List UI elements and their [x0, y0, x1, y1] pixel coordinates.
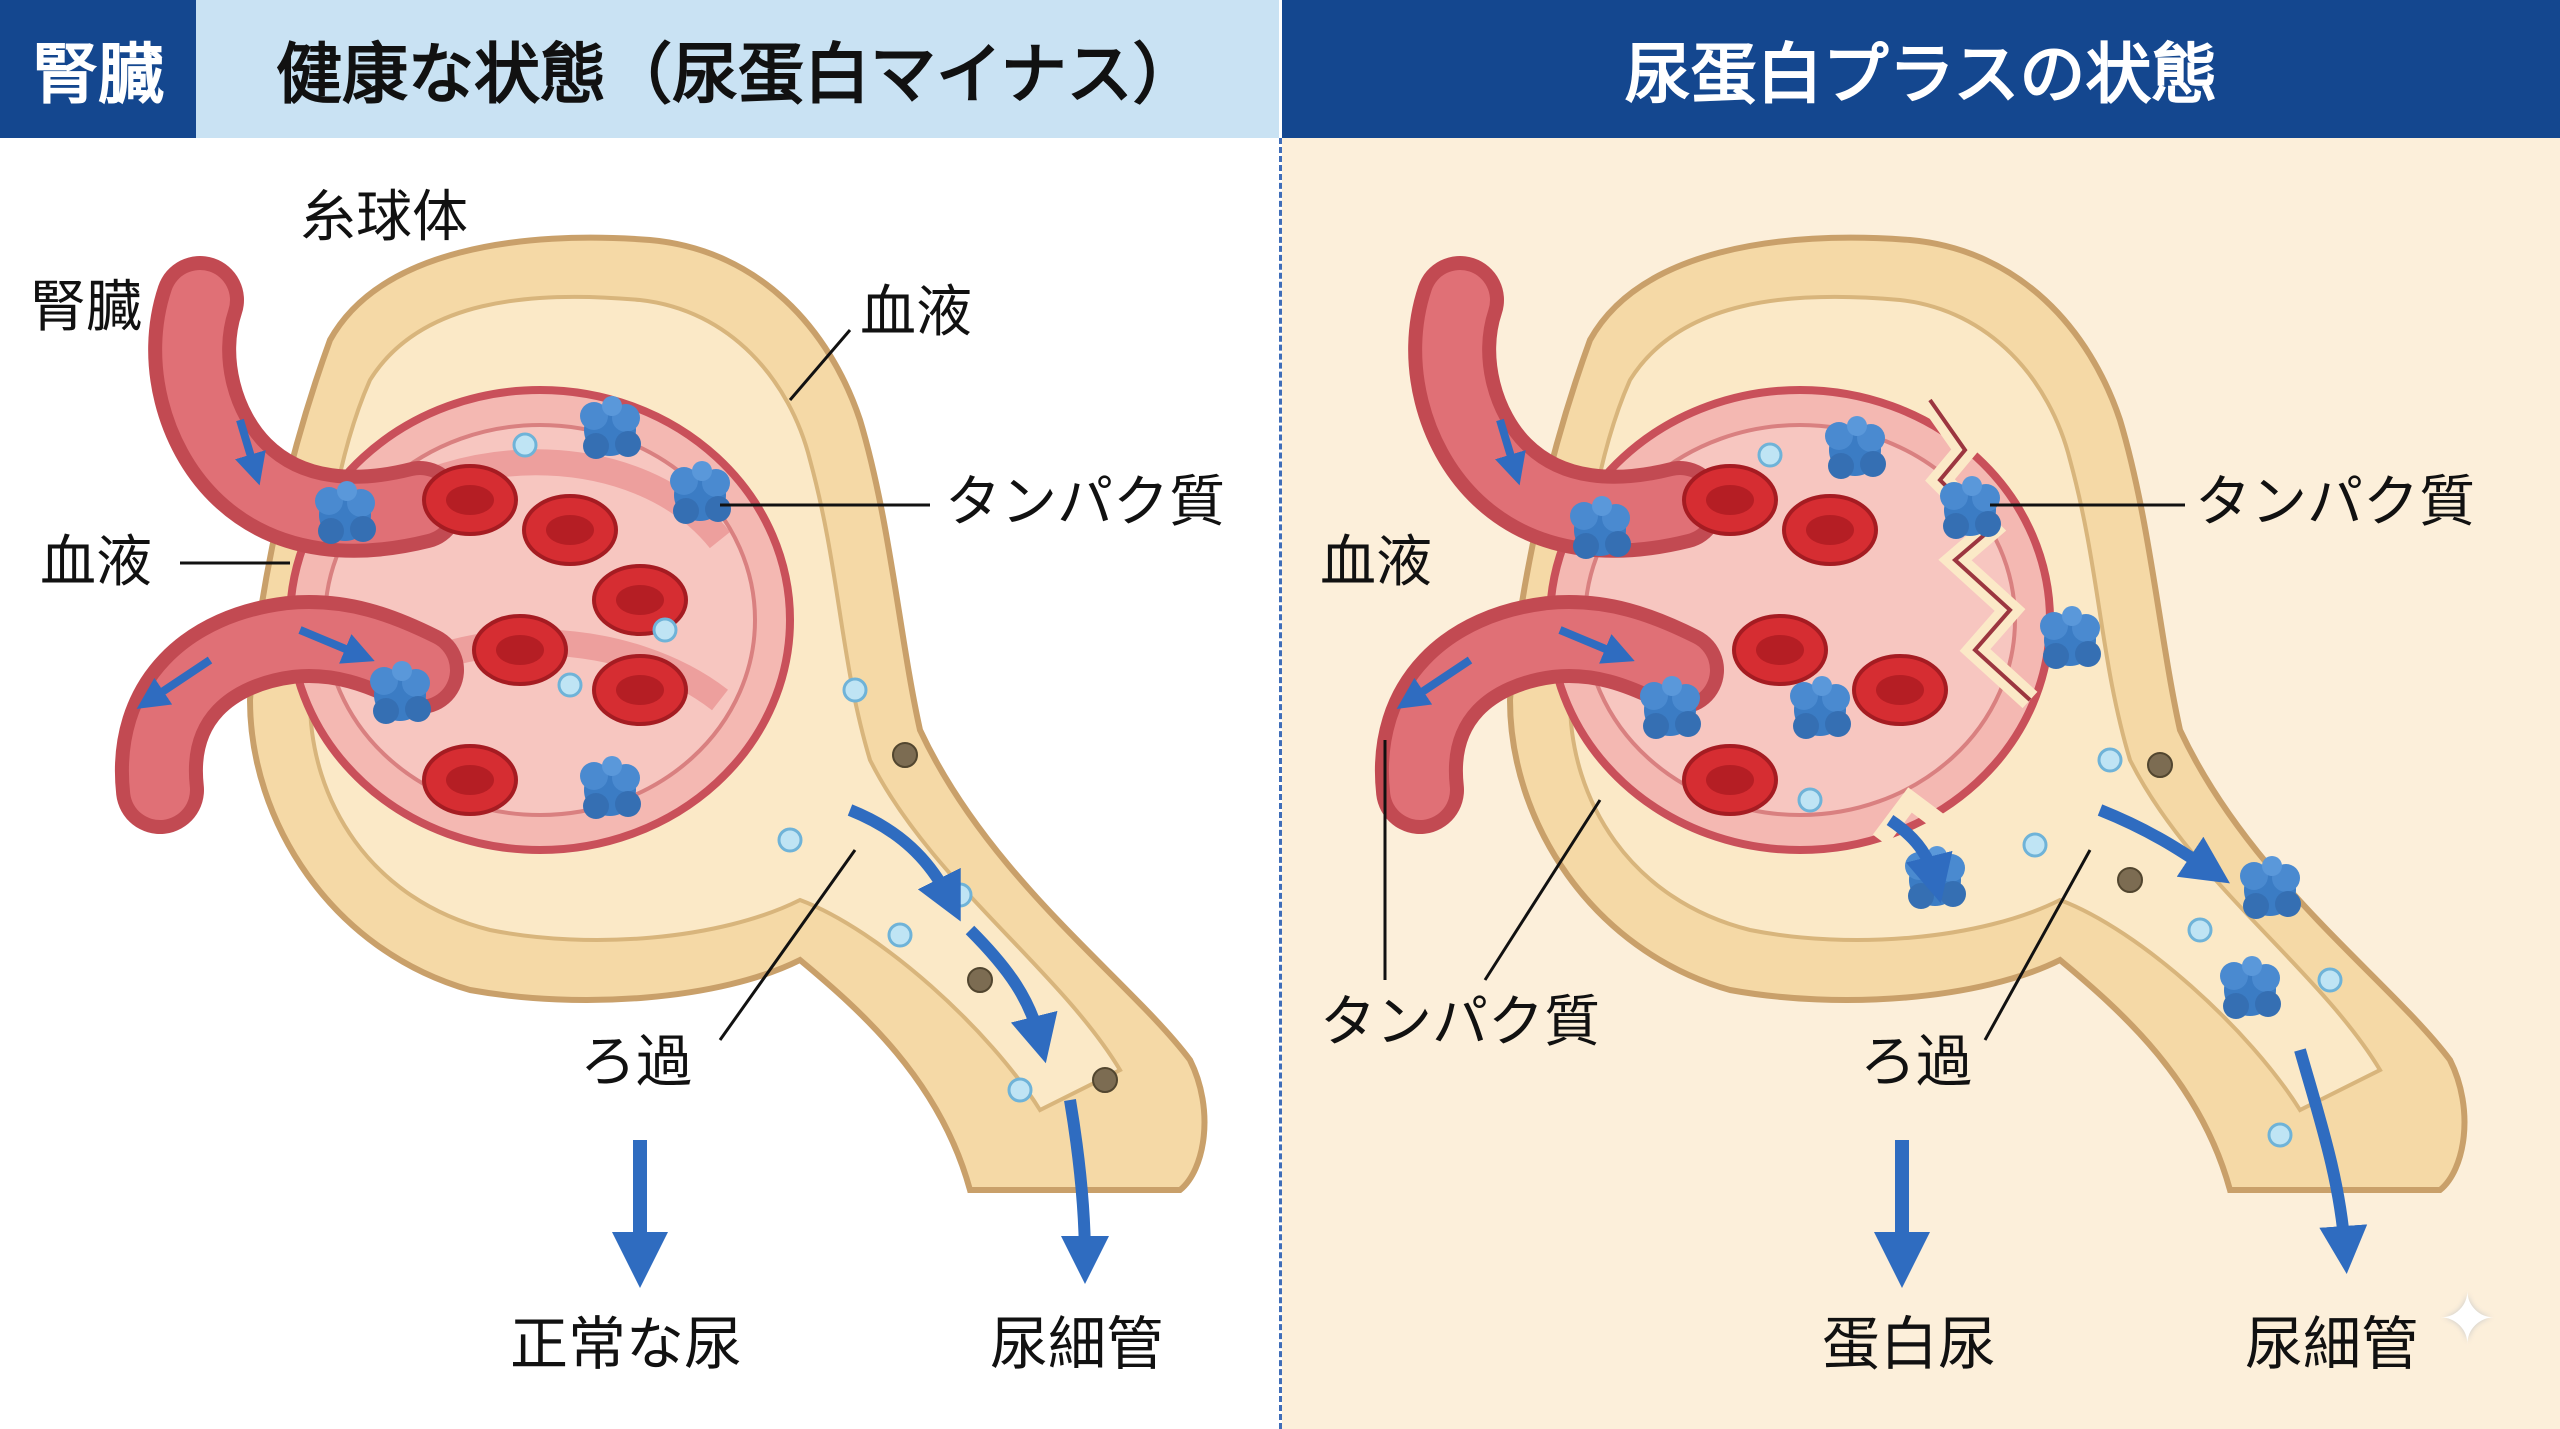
glomerulus-label: 糸球体	[300, 185, 468, 250]
normal-urine-label: 正常な尿	[510, 1310, 743, 1378]
tubule-label-left: 尿細管	[990, 1310, 1165, 1378]
protein-label: タンパク質	[945, 470, 1225, 535]
blood-label-right: 血液	[1320, 530, 1432, 595]
healthy-glomerulus	[114, 234, 1208, 1288]
filtration-label-right: ろ過	[1860, 1030, 1972, 1095]
sparkle-icon: ✦	[2438, 1278, 2497, 1360]
tubule-label-right: 尿細管	[2245, 1310, 2420, 1378]
panel-divider	[1279, 138, 1282, 1429]
proteinuria-title: 尿蛋白プラスの状態	[1282, 0, 2560, 138]
healthy-title: 健康な状態（尿蛋白マイナス）	[196, 0, 1279, 138]
protein-label-right-top: タンパク質	[2195, 470, 2475, 535]
blood-label-left: 血液	[40, 530, 152, 595]
protein-label-right-bottom: タンパク質	[1320, 990, 1600, 1055]
blood-label-top: 血液	[860, 280, 972, 345]
filtration-label: ろ過	[580, 1030, 692, 1095]
kidney-label: 腎臓	[30, 275, 142, 340]
proteinuria-label: 蛋白尿	[1822, 1310, 1997, 1378]
damaged-glomerulus	[1374, 234, 2468, 1288]
header-tag: 腎臓	[0, 0, 196, 138]
